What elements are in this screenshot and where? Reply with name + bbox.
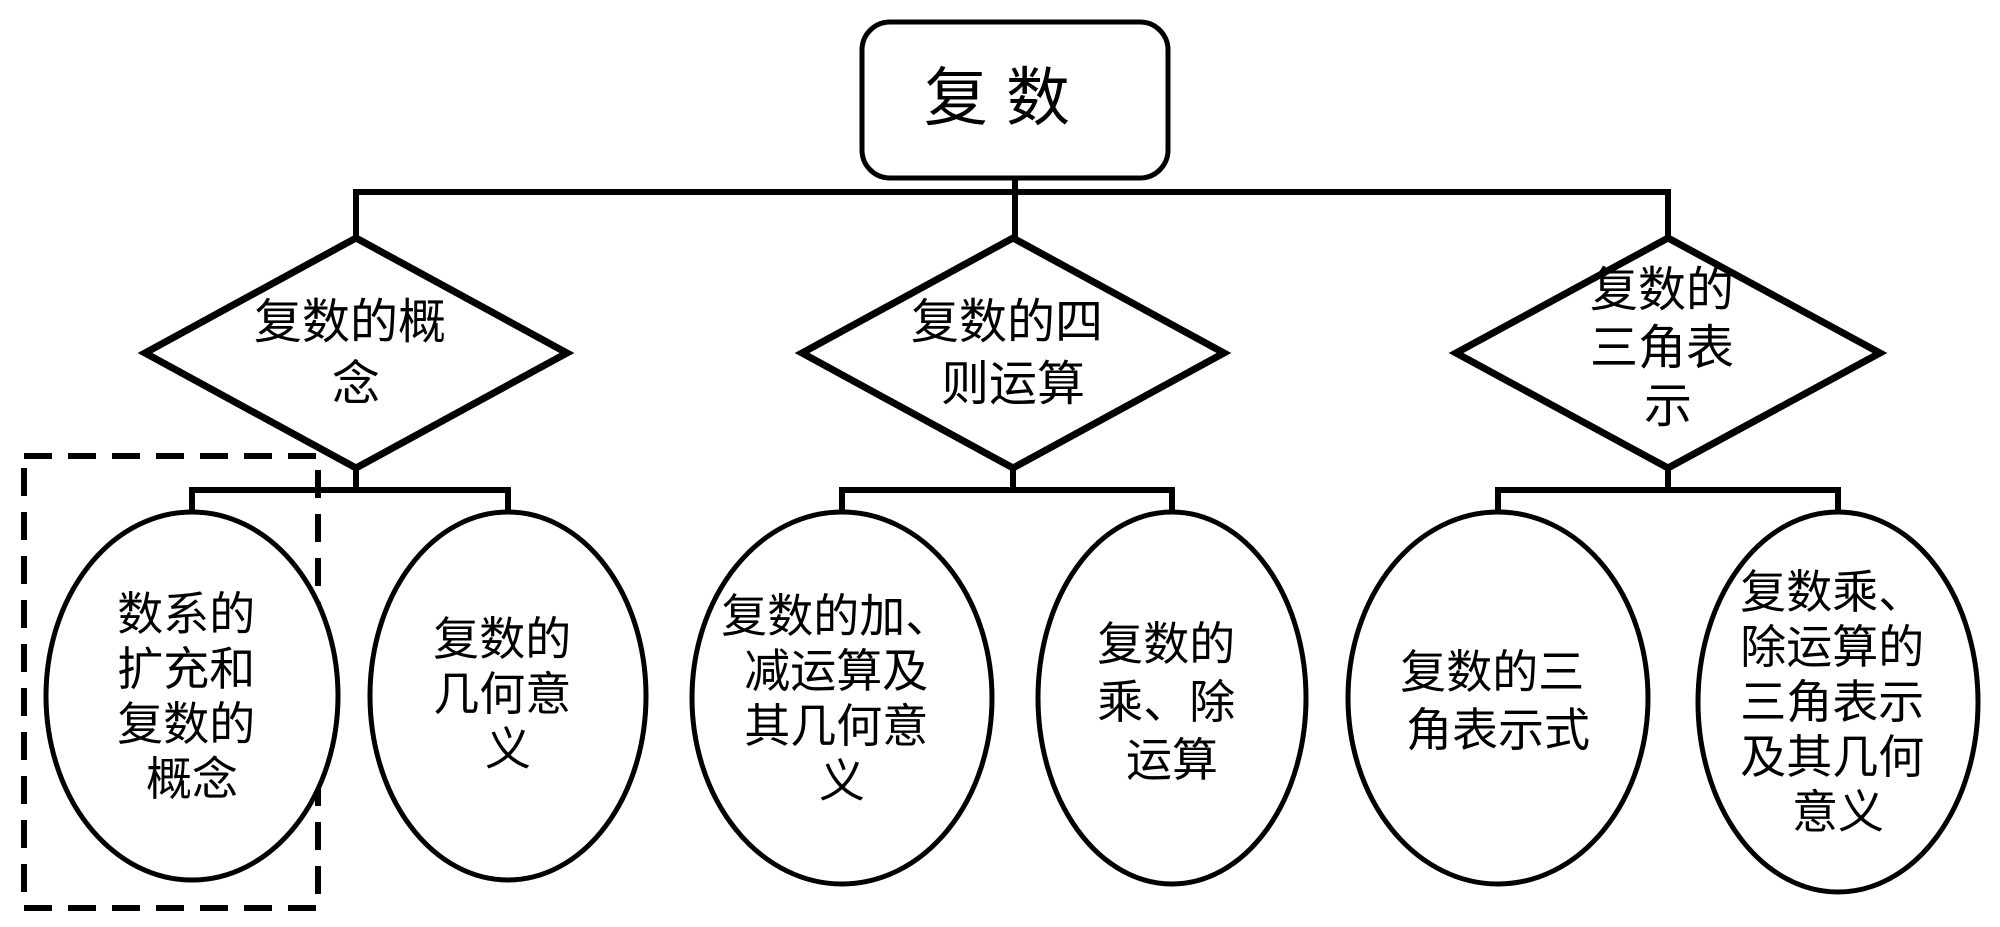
root-box [859,19,1171,181]
branch-label: 复数的 三角表 示 [1590,264,1746,433]
node-leaf-add-subtract: 复数的加、 减运算及 其几何意 义 [689,509,995,887]
node-leaf-trig-multiply-divide: 复数乘、 除运算的 三角表示 及其几何 意义 [1695,509,1981,895]
diamond-shape [794,234,1232,472]
connector-branch3-to-leaves [1495,468,1841,514]
leaf-label: 复数乘、 除运算的 三角表示 及其几何 意义 [1740,567,1936,838]
ellipse-shape [43,509,341,883]
highlight-dashed-box [21,453,321,911]
node-branch-concept: 复数的概 念 [137,234,575,472]
node-leaf-number-system-expansion: 数系的 扩充和 复数的 概念 [43,509,341,883]
connector-branch1-to-leaves [189,468,511,514]
diamond-shape [137,234,575,472]
diamond-shape [1448,234,1888,472]
leaf-label: 复数的 几何意 义 [433,614,583,775]
node-branch-trigonometric-form: 复数的 三角表 示 [1448,234,1888,472]
leaf-label: 数系的 扩充和 复数的 概念 [117,589,267,805]
connector-branch2-to-leaves [839,468,1175,514]
root-label: 复数 [924,63,1088,134]
node-leaf-geometric-meaning: 复数的 几何意 义 [367,509,649,883]
leaf-label: 复数的 乘、除 运算 [1097,619,1247,786]
node-leaf-trig-form-expression: 复数的三 角表示式 [1345,509,1651,887]
ellipse-shape [689,509,995,887]
leaf-label: 复数的三 角表示式 [1400,647,1596,756]
ellipse-shape [1695,509,1981,895]
ellipse-shape [1345,509,1651,887]
node-branch-four-operations: 复数的四 则运算 [794,234,1232,472]
branch-label: 复数的概 念 [254,296,458,411]
node-root: 复数 [859,19,1171,181]
node-leaf-multiply-divide: 复数的 乘、除 运算 [1035,509,1309,887]
leaf-label: 复数的加、 减运算及 其几何意 义 [721,591,963,807]
ellipse-shape [1035,509,1309,887]
branch-label: 复数的四 则运算 [911,296,1115,411]
ellipse-shape [367,509,649,883]
